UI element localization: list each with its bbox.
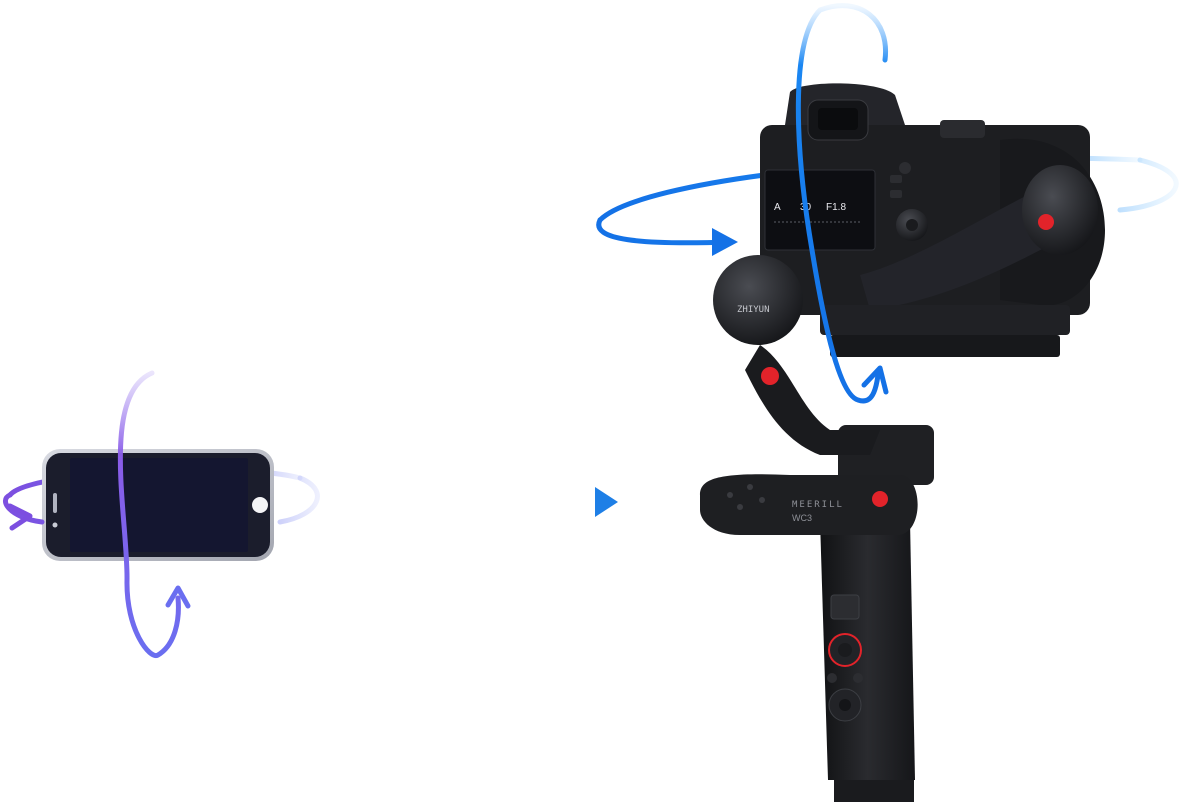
- roll-arm: [745, 345, 880, 455]
- mode-button[interactable]: [830, 594, 860, 620]
- record-button[interactable]: [872, 491, 888, 507]
- camera-lcd: [764, 169, 876, 251]
- phone-pitch-orbit: [117, 370, 181, 658]
- arrow-right-small-icon: [7, 503, 33, 531]
- arrow-up-icon: [165, 585, 191, 609]
- roll-lock-knob[interactable]: [761, 367, 779, 385]
- tilt-arm: [860, 190, 1060, 310]
- phone-yaw-orbit-front: [3, 475, 320, 525]
- gimbal-handle: MEERILL WC3: [700, 425, 934, 802]
- mount-hole: [747, 484, 753, 490]
- mount-hole: [737, 504, 743, 510]
- motor-brand-label: ZHIYUN: [737, 305, 770, 315]
- camera-mode-label: A: [774, 202, 781, 213]
- control-wheel-center[interactable]: [906, 219, 918, 231]
- gimbal-pitch-orbit: [795, 3, 889, 404]
- function-button[interactable]: [853, 673, 863, 683]
- camera-aperture-label: F1.8: [826, 202, 846, 213]
- home-button-icon: [252, 497, 268, 513]
- camera-base-plate: [830, 335, 1060, 357]
- phone-group: [3, 370, 320, 658]
- camera-button[interactable]: [890, 175, 902, 183]
- pan-motor: ZHIYUN: [713, 255, 803, 345]
- quick-release-plate: [820, 305, 1070, 335]
- arrow-up-icon: [861, 365, 889, 395]
- dial-center: [839, 699, 851, 711]
- camera-gimbal-icon: MEERILL WC3 A 30 F1.8: [596, 3, 1179, 802]
- top-dial[interactable]: [940, 120, 985, 138]
- camera-button[interactable]: [899, 162, 911, 174]
- arrow-right-icon: [712, 228, 738, 256]
- arrow-right-icon: [427, 487, 618, 517]
- tilt-lock-knob[interactable]: [1038, 214, 1054, 230]
- front-camera-icon: [52, 522, 58, 528]
- menu-button[interactable]: [827, 673, 837, 683]
- phone-screen: [70, 458, 248, 552]
- joystick-center[interactable]: [838, 643, 852, 657]
- handle-top-plate: [700, 474, 918, 535]
- viewfinder-window: [818, 108, 858, 130]
- speaker-icon: [53, 493, 57, 513]
- tilt-motor: [1022, 165, 1098, 255]
- gimbal-brand-label: MEERILL: [792, 500, 844, 510]
- mount-hole: [759, 497, 765, 503]
- gimbal-yaw-orbit-front: [596, 157, 1179, 246]
- camera-button[interactable]: [890, 190, 902, 198]
- mount-hole: [727, 492, 733, 498]
- gimbal-model-label: WC3: [792, 513, 812, 523]
- smartphone-icon: [42, 449, 274, 561]
